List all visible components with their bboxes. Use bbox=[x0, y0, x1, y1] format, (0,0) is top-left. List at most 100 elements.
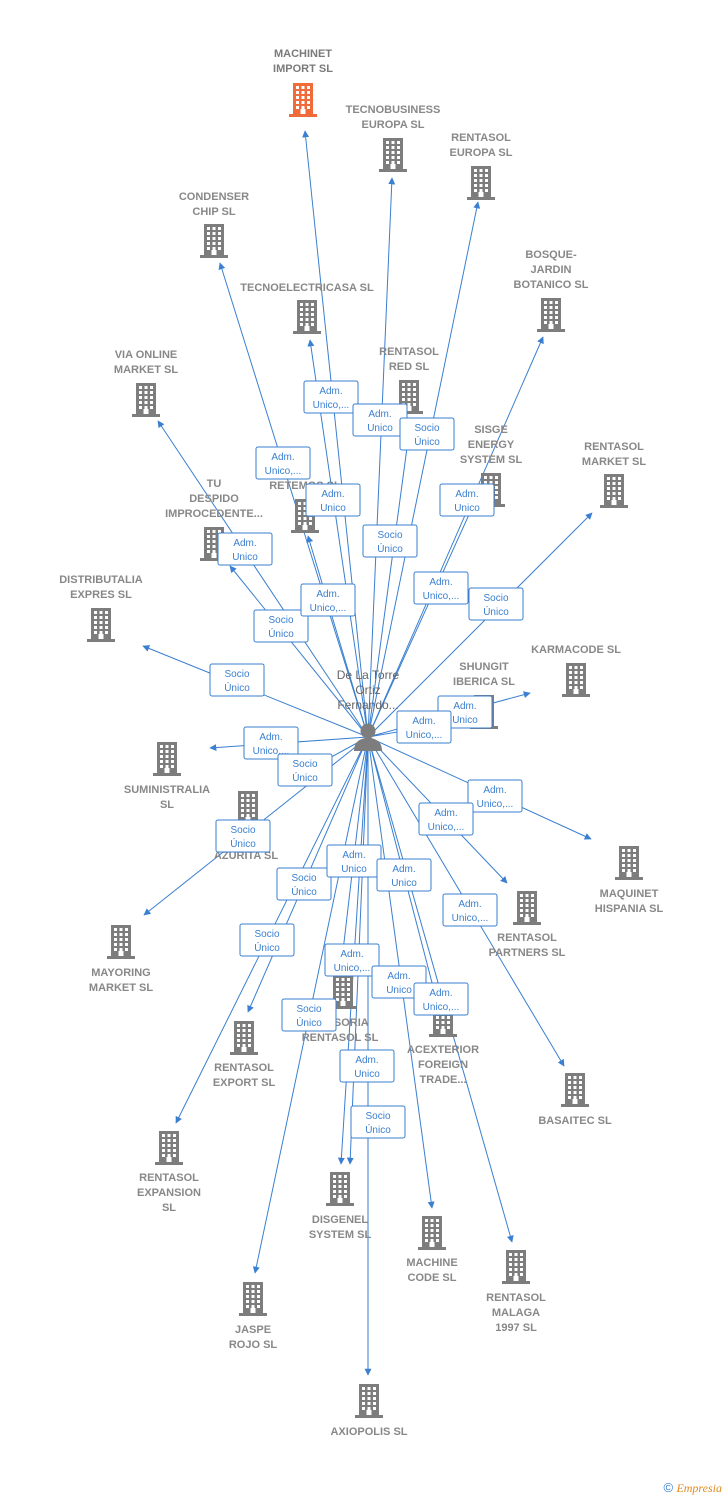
company-label[interactable]: MARKET SL bbox=[582, 456, 646, 468]
building-icon[interactable] bbox=[502, 1250, 530, 1284]
relation-label[interactable]: Adm.Unico bbox=[376, 858, 432, 892]
relation-label[interactable]: Adm.Unico bbox=[217, 532, 273, 566]
company-node-via_online[interactable]: VIA ONLINE MARKET SL bbox=[114, 349, 178, 417]
company-label[interactable]: SISGE bbox=[474, 424, 508, 436]
relation-label[interactable]: Adm.Unico,... bbox=[243, 726, 299, 760]
company-label[interactable]: CODE SL bbox=[408, 1272, 457, 1284]
building-icon[interactable] bbox=[293, 300, 321, 334]
company-label[interactable]: VIA ONLINE bbox=[115, 349, 178, 361]
company-label[interactable]: AZURITA SL bbox=[214, 850, 278, 862]
company-node-karmacode[interactable]: KARMACODE SL bbox=[531, 644, 621, 697]
relation-label[interactable]: Adm.Unico,... bbox=[413, 571, 469, 605]
company-node-tu_despido[interactable]: TUDESPIDOIMPROCEDENTE... bbox=[165, 478, 263, 561]
person-name-label[interactable]: De La Torre bbox=[337, 668, 400, 682]
person-name-label[interactable]: Ortiz bbox=[355, 683, 380, 697]
relation-label[interactable]: Adm.Unico,... bbox=[418, 802, 474, 836]
company-label[interactable]: BOTANICO SL bbox=[514, 279, 589, 291]
building-icon[interactable] bbox=[87, 608, 115, 642]
relation-label[interactable]: Adm.Unico,... bbox=[467, 779, 523, 813]
company-label[interactable]: SL bbox=[160, 799, 174, 811]
company-label[interactable]: AXIOPOLIS SL bbox=[330, 1426, 407, 1438]
building-icon[interactable] bbox=[329, 975, 357, 1009]
company-label[interactable]: RENTASOL bbox=[584, 441, 644, 453]
brand-logo[interactable]: Empresia bbox=[676, 1481, 722, 1495]
company-label[interactable]: FOREIGN bbox=[418, 1059, 468, 1071]
company-label[interactable]: JASPE bbox=[235, 1324, 271, 1336]
relation-label[interactable]: Adm.Unico bbox=[371, 965, 427, 999]
company-label[interactable]: RENTASOL bbox=[139, 1172, 199, 1184]
company-label[interactable]: CHIP SL bbox=[192, 206, 235, 218]
company-label[interactable]: MAYORING bbox=[91, 967, 151, 979]
center-person[interactable]: De La TorreOrtizFernando... bbox=[337, 668, 400, 751]
company-label[interactable]: RENTASOL bbox=[486, 1292, 546, 1304]
company-label[interactable]: 1997 SL bbox=[495, 1322, 537, 1334]
company-label[interactable]: IBERICA SL bbox=[453, 676, 515, 688]
company-label[interactable]: EXPORT SL bbox=[213, 1077, 276, 1089]
company-label[interactable]: TU bbox=[207, 478, 222, 490]
building-icon[interactable] bbox=[230, 1021, 258, 1055]
building-icon[interactable] bbox=[562, 663, 590, 697]
company-label[interactable]: ACEXTERIOR bbox=[407, 1044, 479, 1056]
company-label[interactable]: DISGENEL bbox=[312, 1214, 369, 1226]
company-label[interactable]: EUROPA SL bbox=[450, 147, 513, 159]
building-icon[interactable] bbox=[395, 380, 423, 414]
company-label[interactable]: IMPORT SL bbox=[273, 63, 333, 75]
building-icon[interactable] bbox=[107, 925, 135, 959]
company-label[interactable]: ENERGY bbox=[468, 439, 515, 451]
building-icon[interactable] bbox=[289, 83, 317, 117]
company-label[interactable]: MARKET SL bbox=[114, 364, 178, 376]
building-icon[interactable] bbox=[379, 138, 407, 172]
building-icon[interactable] bbox=[467, 166, 495, 200]
company-label[interactable]: SL bbox=[162, 1202, 176, 1214]
company-label[interactable]: SUMINISTRALIA bbox=[124, 784, 210, 796]
relation-label[interactable]: Adm.Unico bbox=[439, 483, 495, 517]
company-label[interactable]: MARKET SL bbox=[89, 982, 153, 994]
relation-label[interactable]: Adm.Unico bbox=[352, 403, 408, 437]
company-label[interactable]: CONDENSER bbox=[179, 191, 249, 203]
building-icon[interactable] bbox=[326, 1172, 354, 1206]
company-node-mayoring[interactable]: MAYORING MARKET SL bbox=[89, 925, 153, 994]
company-node-rentasol_market[interactable]: RENTASOL MARKET SL bbox=[582, 441, 646, 508]
company-label[interactable]: SHUNGIT bbox=[459, 661, 509, 673]
relation-label[interactable]: Adm.Unico bbox=[326, 844, 382, 878]
company-node-machinet[interactable]: MACHINET IMPORT SL bbox=[273, 48, 333, 117]
building-icon[interactable] bbox=[153, 742, 181, 776]
company-label[interactable]: JARDIN bbox=[531, 264, 572, 276]
company-label[interactable]: RED SL bbox=[389, 361, 430, 373]
company-label[interactable]: EXPRES SL bbox=[70, 589, 132, 601]
company-node-tecnoelectricasa[interactable]: TECNOELECTRICASA SL bbox=[240, 282, 374, 334]
building-icon[interactable] bbox=[418, 1216, 446, 1250]
company-label[interactable]: IMPROCEDENTE... bbox=[165, 508, 263, 520]
building-icon[interactable] bbox=[561, 1073, 589, 1107]
company-label[interactable]: MAQUINET bbox=[600, 888, 659, 900]
company-label[interactable]: MACHINET bbox=[274, 48, 332, 60]
company-label[interactable]: SYSTEM SL bbox=[309, 1229, 372, 1241]
company-node-suministralia[interactable]: SUMINISTRALIA SL bbox=[124, 742, 210, 811]
building-icon[interactable] bbox=[355, 1384, 383, 1418]
building-icon[interactable] bbox=[600, 474, 628, 508]
company-label[interactable]: KARMACODE SL bbox=[531, 644, 621, 656]
company-node-condenser[interactable]: CONDENSER CHIP SL bbox=[179, 191, 249, 258]
building-icon[interactable] bbox=[132, 383, 160, 417]
